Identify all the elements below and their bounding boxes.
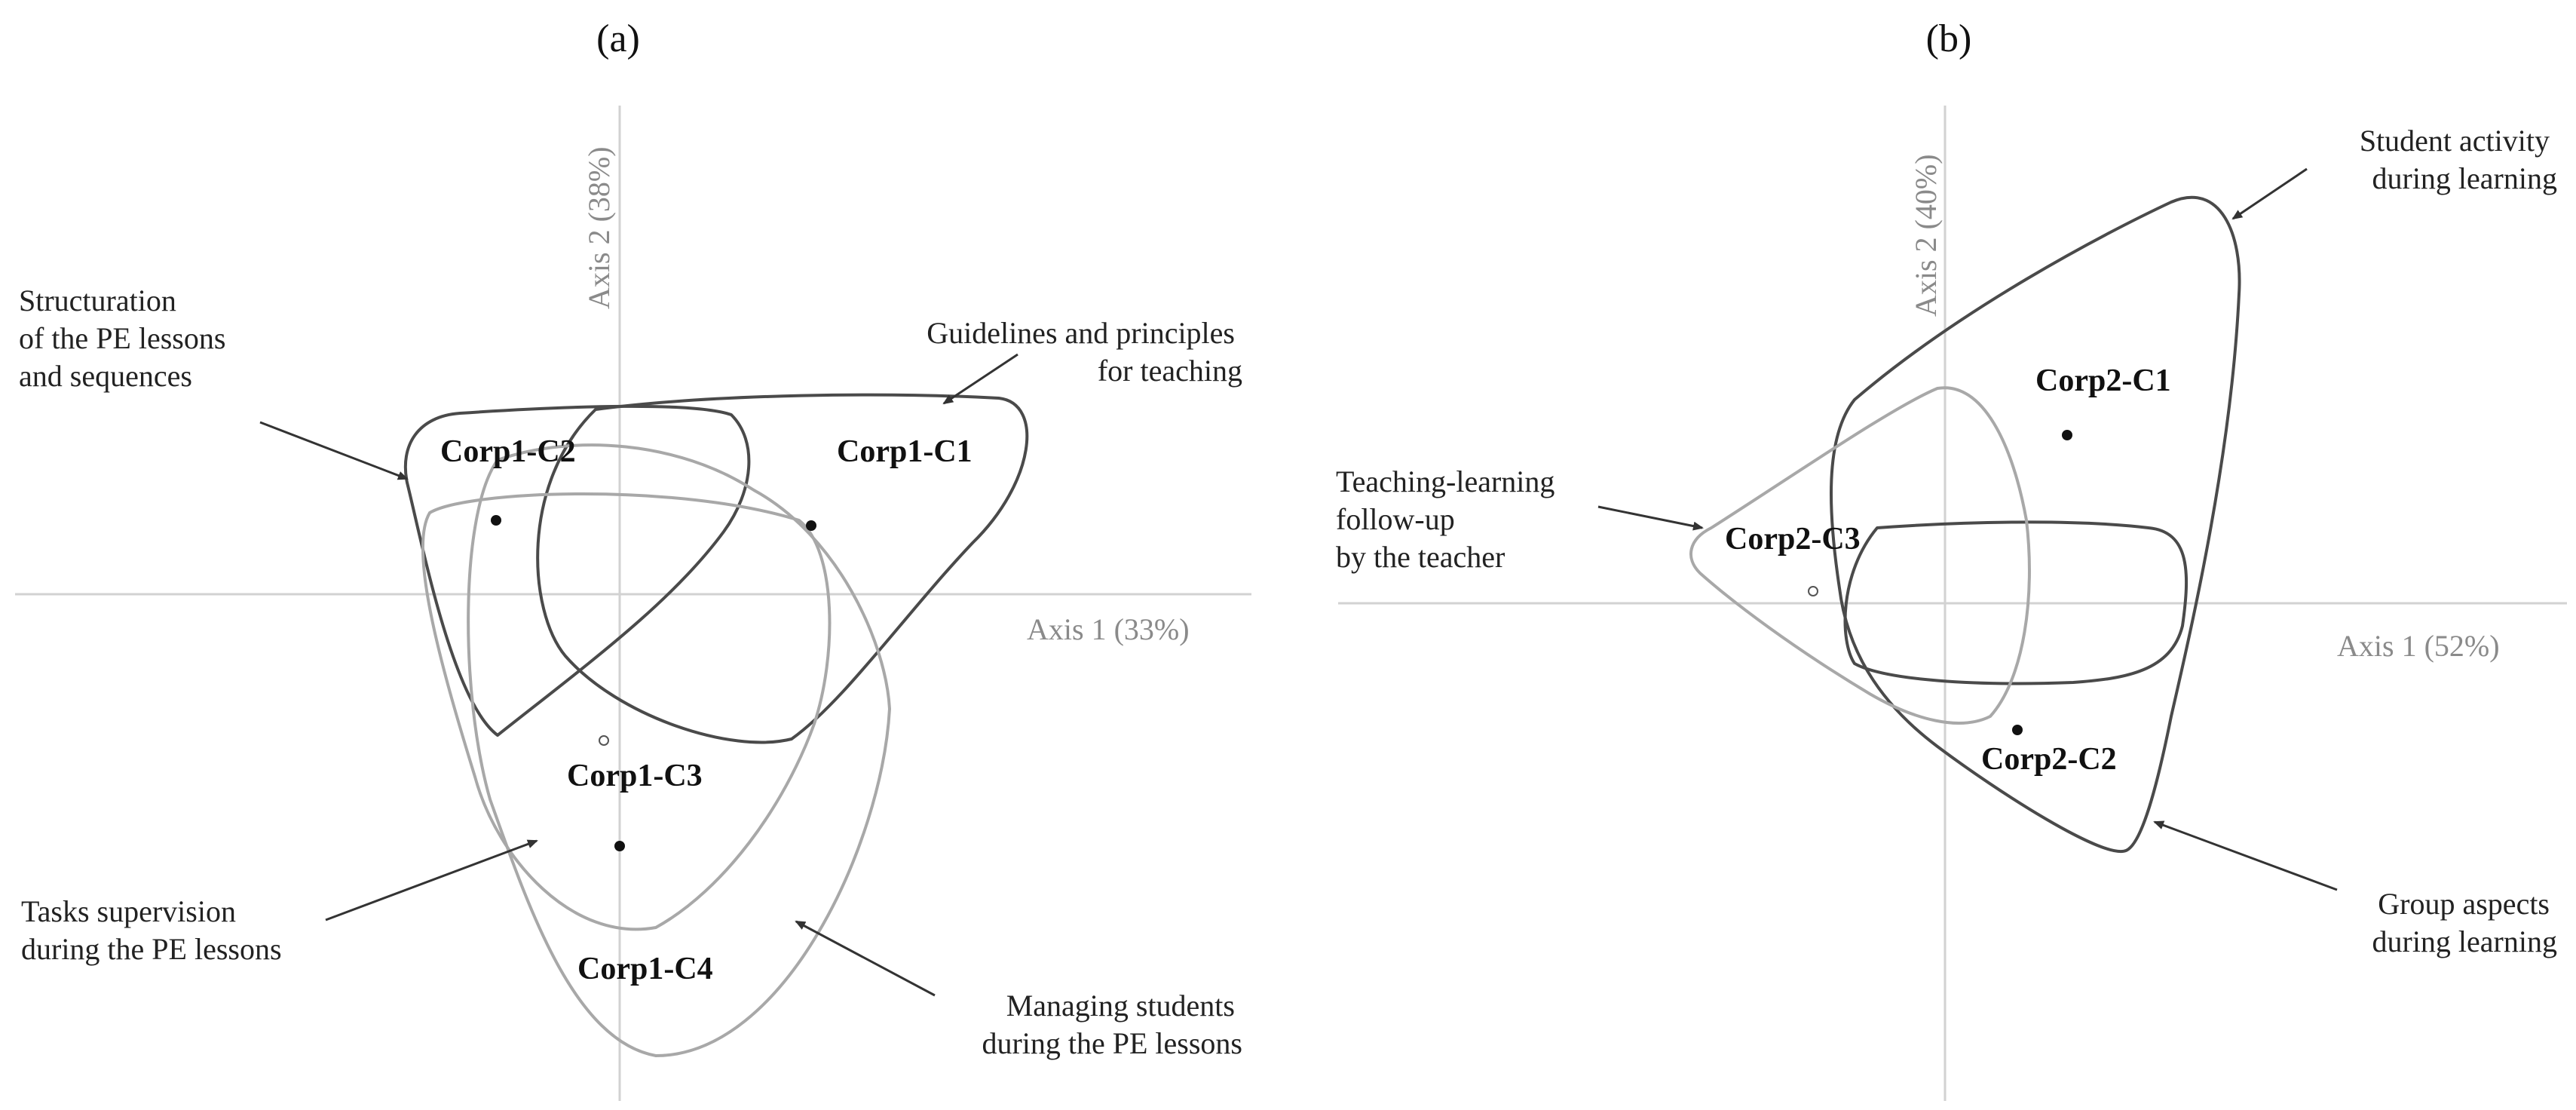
hull-corp1-c1 (536, 393, 1029, 744)
hull-corp1-c4 (467, 443, 891, 1057)
centroid-corp1-c3 (599, 735, 609, 746)
hull-corp2-c3 (1689, 386, 2031, 725)
panel-a-axis1-label: Axis 1 (33%) (1027, 612, 1190, 646)
label-corp2-c1: Corp2-C1 (2035, 363, 2171, 398)
annot-group-aspects: Group aspects during learning (2372, 887, 2558, 958)
centroid-corp2-c2 (2012, 725, 2023, 735)
arrow-guidelines (942, 353, 1018, 405)
annot-guidelines: Guidelines and principles for teaching (927, 316, 1242, 388)
label-corp2-c2: Corp2-C2 (1981, 742, 2117, 777)
centroid-corp1-c2 (491, 515, 501, 526)
label-corp1-c4: Corp1-C4 (577, 952, 713, 986)
label-corp2-c3: Corp2-C3 (1725, 522, 1861, 557)
annot-tasks: Tasks supervision during the PE lessons (21, 894, 282, 966)
hull-corp1-c2 (403, 404, 751, 737)
panel-a-axis2-label: Axis 2 (38%) (582, 146, 616, 309)
hull-corp2-c2 (1843, 520, 2189, 685)
arrow-student-activity (2231, 167, 2308, 220)
centroid-corp2-c3 (1808, 586, 1818, 596)
label-corp1-c3: Corp1-C3 (567, 759, 703, 793)
panel-b-axis2-label: Axis 2 (40%) (1909, 154, 1943, 317)
panel-a-label: (a) (596, 17, 640, 60)
centroid-corp1-c1 (806, 520, 816, 531)
arrow-group-aspects (2153, 820, 2338, 891)
arrow-teaching-learning (1597, 505, 1704, 531)
centroid-corp1-c4 (614, 841, 625, 851)
label-corp1-c1: Corp1-C1 (837, 434, 973, 469)
annot-teaching-learning: Teaching-learning follow-up by the teach… (1336, 465, 1562, 574)
annot-managing: Managing students during the PE lessons (982, 989, 1242, 1060)
label-corp1-c2: Corp1-C2 (440, 434, 576, 469)
panel-b-axis1-label: Axis 1 (52%) (2337, 629, 2500, 663)
arrow-tasks (325, 839, 538, 921)
hull-corp2-c1 (1830, 195, 2241, 854)
panel-b: (b) Axis 1 (52%) Axis 2 (40%) Corp2-C1 C… (1336, 17, 2567, 1101)
panel-b-label: (b) (1926, 17, 1972, 60)
arrow-managing (795, 920, 936, 997)
centroid-corp2-c1 (2062, 430, 2072, 440)
annot-structuration: Structuration of the PE lessons and sequ… (19, 284, 233, 393)
hull-corp1-c3 (421, 492, 832, 931)
arrow-structuration (259, 421, 409, 480)
annot-student-activity: Student activity during learning (2360, 124, 2557, 195)
panel-a: (a) Axis 1 (33%) Axis 2 (38%) Corp1-C1 C… (15, 17, 1251, 1101)
